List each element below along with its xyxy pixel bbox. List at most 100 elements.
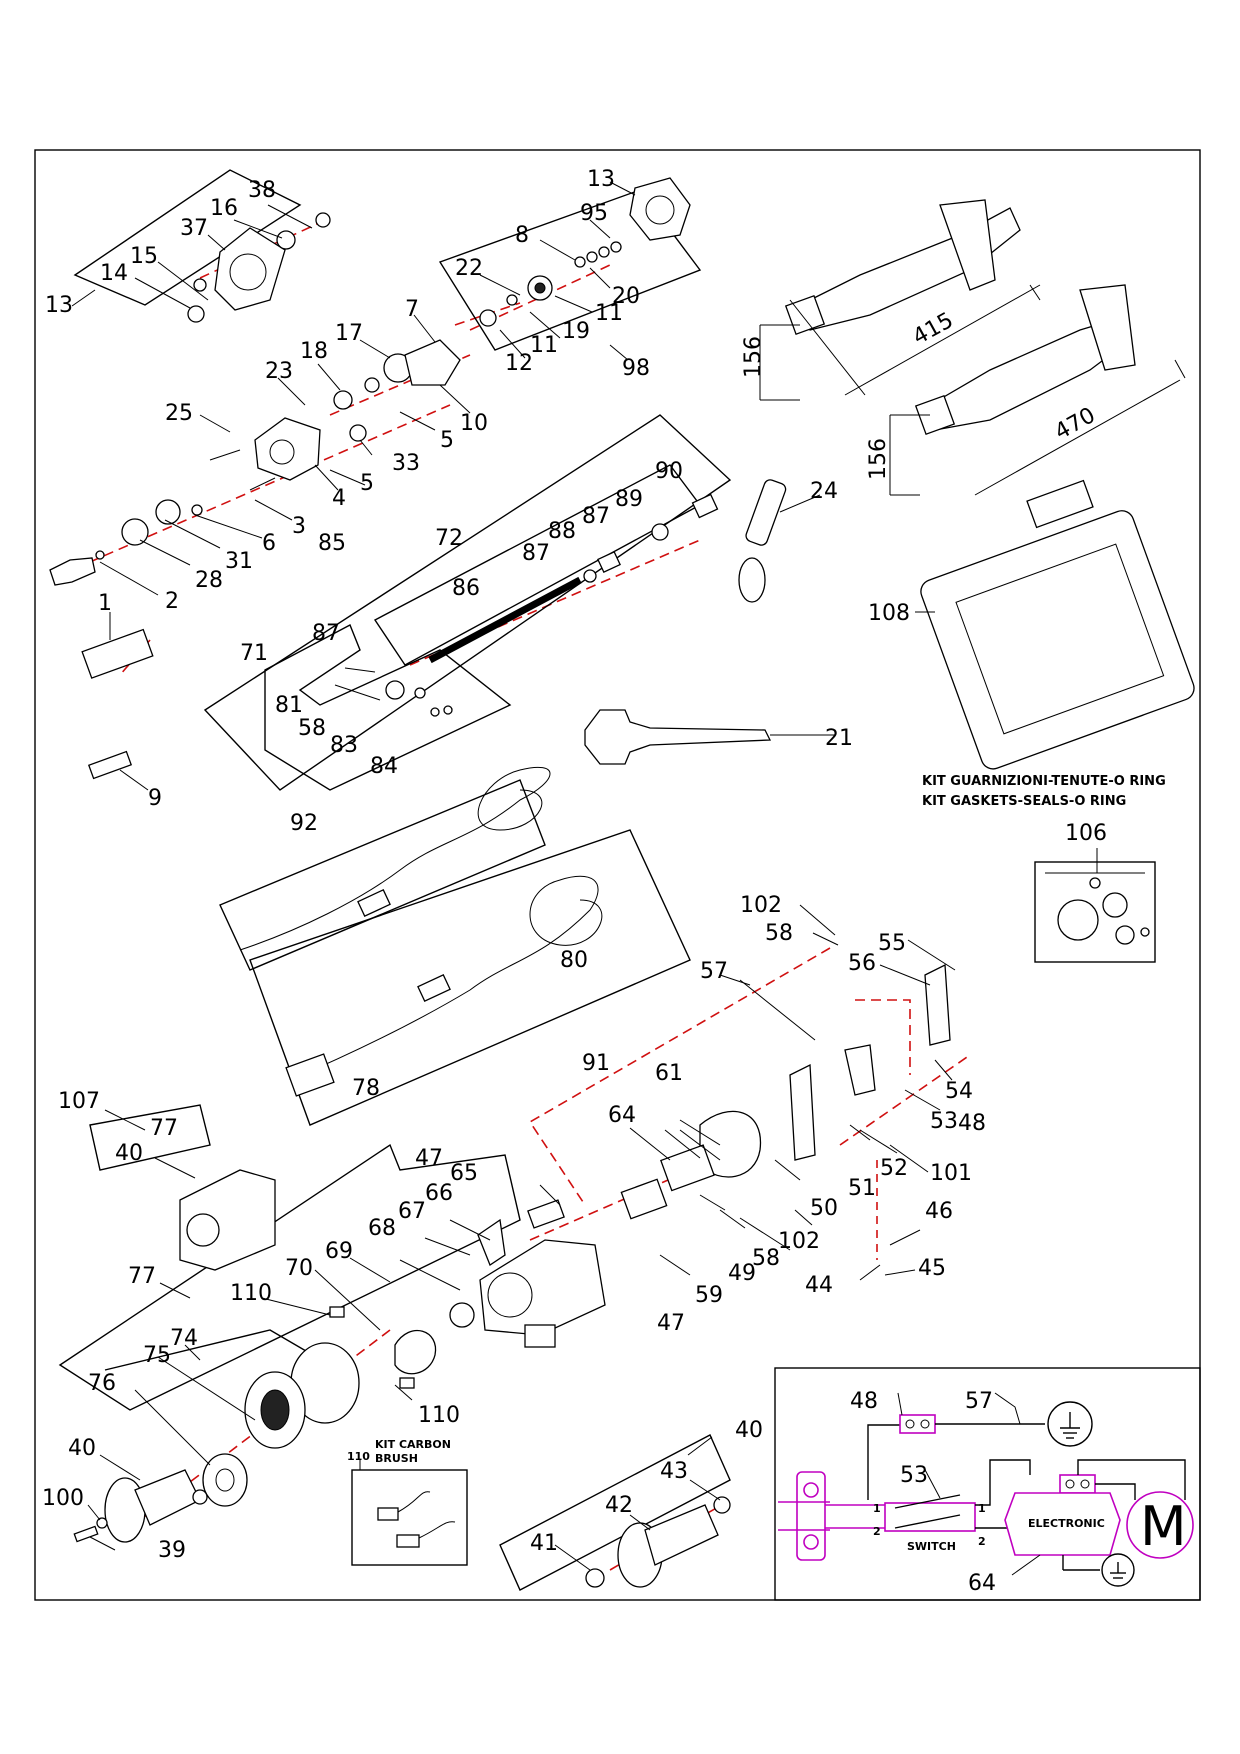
callout-11-top: 11 xyxy=(595,301,623,326)
callout-76: 76 xyxy=(88,1371,116,1396)
callout-19: 19 xyxy=(562,319,590,344)
motor-symbol xyxy=(1126,1491,1194,1559)
callout-1: 1 xyxy=(98,591,112,616)
callout-66: 66 xyxy=(425,1181,453,1206)
callout-17: 17 xyxy=(335,321,363,346)
callout-102-top: 102 xyxy=(740,893,782,918)
callout-77-main: 77 xyxy=(128,1264,156,1289)
callout-61: 61 xyxy=(655,1061,683,1086)
callout-13-left: 13 xyxy=(45,293,73,318)
callout-21: 21 xyxy=(825,726,853,751)
ground-terminal-48 xyxy=(899,1414,936,1434)
callout-40-box: 40 xyxy=(115,1141,143,1166)
ground-symbol-top xyxy=(1047,1401,1093,1447)
callout-8: 8 xyxy=(515,223,529,248)
callout-88: 88 xyxy=(548,519,576,544)
callout-7: 7 xyxy=(405,297,419,322)
electronic-terminals xyxy=(1059,1474,1096,1494)
callout-72: 72 xyxy=(435,526,463,551)
callout-100: 100 xyxy=(42,1486,84,1511)
leader-lines xyxy=(71,181,1098,1571)
callout-67: 67 xyxy=(398,1199,426,1224)
parts-illustrations xyxy=(49,177,1195,1588)
callout-42: 42 xyxy=(605,1493,633,1518)
seals-kit-title-en: KIT GASKETS-SEALS-O RING xyxy=(922,794,1126,809)
ground-symbol-bottom xyxy=(1101,1553,1135,1587)
callout-107: 107 xyxy=(58,1089,100,1114)
seals-kit-title-it: KIT GUARNIZIONI-TENUTE-O RING xyxy=(922,774,1166,789)
callout-14: 14 xyxy=(100,261,128,286)
callout-47-top: 47 xyxy=(415,1146,443,1171)
callout-68: 68 xyxy=(368,1216,396,1241)
callout-74: 74 xyxy=(170,1326,198,1351)
callout-52: 52 xyxy=(880,1156,908,1181)
callout-47-right: 47 xyxy=(657,1311,685,1336)
callout-78: 78 xyxy=(352,1076,380,1101)
cable-clamp xyxy=(796,1471,826,1561)
callout-23: 23 xyxy=(265,359,293,384)
assembly-paths xyxy=(59,217,971,1571)
callout-65: 65 xyxy=(450,1161,478,1186)
wiring-diagram xyxy=(774,1367,1201,1601)
wiring-pin-2-right: 2 xyxy=(978,1535,986,1548)
callout-92: 92 xyxy=(290,811,318,836)
callout-95: 95 xyxy=(580,201,608,226)
callout-81: 81 xyxy=(275,693,303,718)
callout-101: 101 xyxy=(930,1161,972,1186)
callout-91: 91 xyxy=(582,1051,610,1076)
callout-24: 24 xyxy=(810,479,838,504)
carbon-brush-kit-box xyxy=(351,1469,468,1566)
callout-56: 56 xyxy=(848,951,876,976)
callout-31: 31 xyxy=(225,549,253,574)
callout-5-bottom: 5 xyxy=(360,471,374,496)
dimension-415: 415 xyxy=(909,308,958,350)
callout-110-bottom: 110 xyxy=(418,1403,460,1428)
callout-110-top: 110 xyxy=(230,1281,272,1306)
callout-48-wiring: 48 xyxy=(850,1389,878,1414)
callout-87-a: 87 xyxy=(582,504,610,529)
callout-2: 2 xyxy=(165,589,179,614)
callout-5-top: 5 xyxy=(440,428,454,453)
switch-contacts xyxy=(884,1502,976,1532)
sheet-frame xyxy=(34,149,1201,1601)
wiring-pin-1-right: 1 xyxy=(978,1502,986,1515)
callout-20: 20 xyxy=(612,284,640,309)
callout-43: 43 xyxy=(660,1459,688,1484)
callout-58-left: 58 xyxy=(298,716,326,741)
callout-69: 69 xyxy=(325,1239,353,1264)
callout-83: 83 xyxy=(330,733,358,758)
group-boxes xyxy=(58,169,732,1591)
callout-50: 50 xyxy=(810,1196,838,1221)
callout-80: 80 xyxy=(560,948,588,973)
callout-4: 4 xyxy=(332,486,346,511)
callout-51: 51 xyxy=(848,1176,876,1201)
callout-58-top: 58 xyxy=(765,921,793,946)
callout-64: 64 xyxy=(608,1103,636,1128)
callout-86: 86 xyxy=(452,576,480,601)
motor-letter: M xyxy=(1140,1495,1187,1558)
wiring-diagram-frame xyxy=(774,1367,1201,1601)
callout-53: 53 xyxy=(930,1109,958,1134)
callout-90: 90 xyxy=(655,459,683,484)
callout-39: 39 xyxy=(158,1538,186,1563)
callout-87-c: 87 xyxy=(312,621,340,646)
wiring-pin-2-left: 2 xyxy=(873,1525,881,1538)
callout-16: 16 xyxy=(210,196,238,221)
callout-40-right: 40 xyxy=(735,1418,763,1443)
callout-25: 25 xyxy=(165,401,193,426)
callout-59: 59 xyxy=(695,1283,723,1308)
callout-58-bottom: 58 xyxy=(752,1246,780,1271)
callout-71: 71 xyxy=(240,641,268,666)
callout-106: 106 xyxy=(1065,821,1107,846)
callout-98: 98 xyxy=(622,356,650,381)
callout-55: 55 xyxy=(878,931,906,956)
callout-22: 22 xyxy=(455,256,483,281)
callout-48: 48 xyxy=(958,1111,986,1136)
seals-kit-box xyxy=(1034,861,1156,963)
callout-6: 6 xyxy=(262,531,276,556)
callout-89: 89 xyxy=(615,487,643,512)
callout-10: 10 xyxy=(460,411,488,436)
callout-9: 9 xyxy=(148,786,162,811)
callout-85: 85 xyxy=(318,531,346,556)
